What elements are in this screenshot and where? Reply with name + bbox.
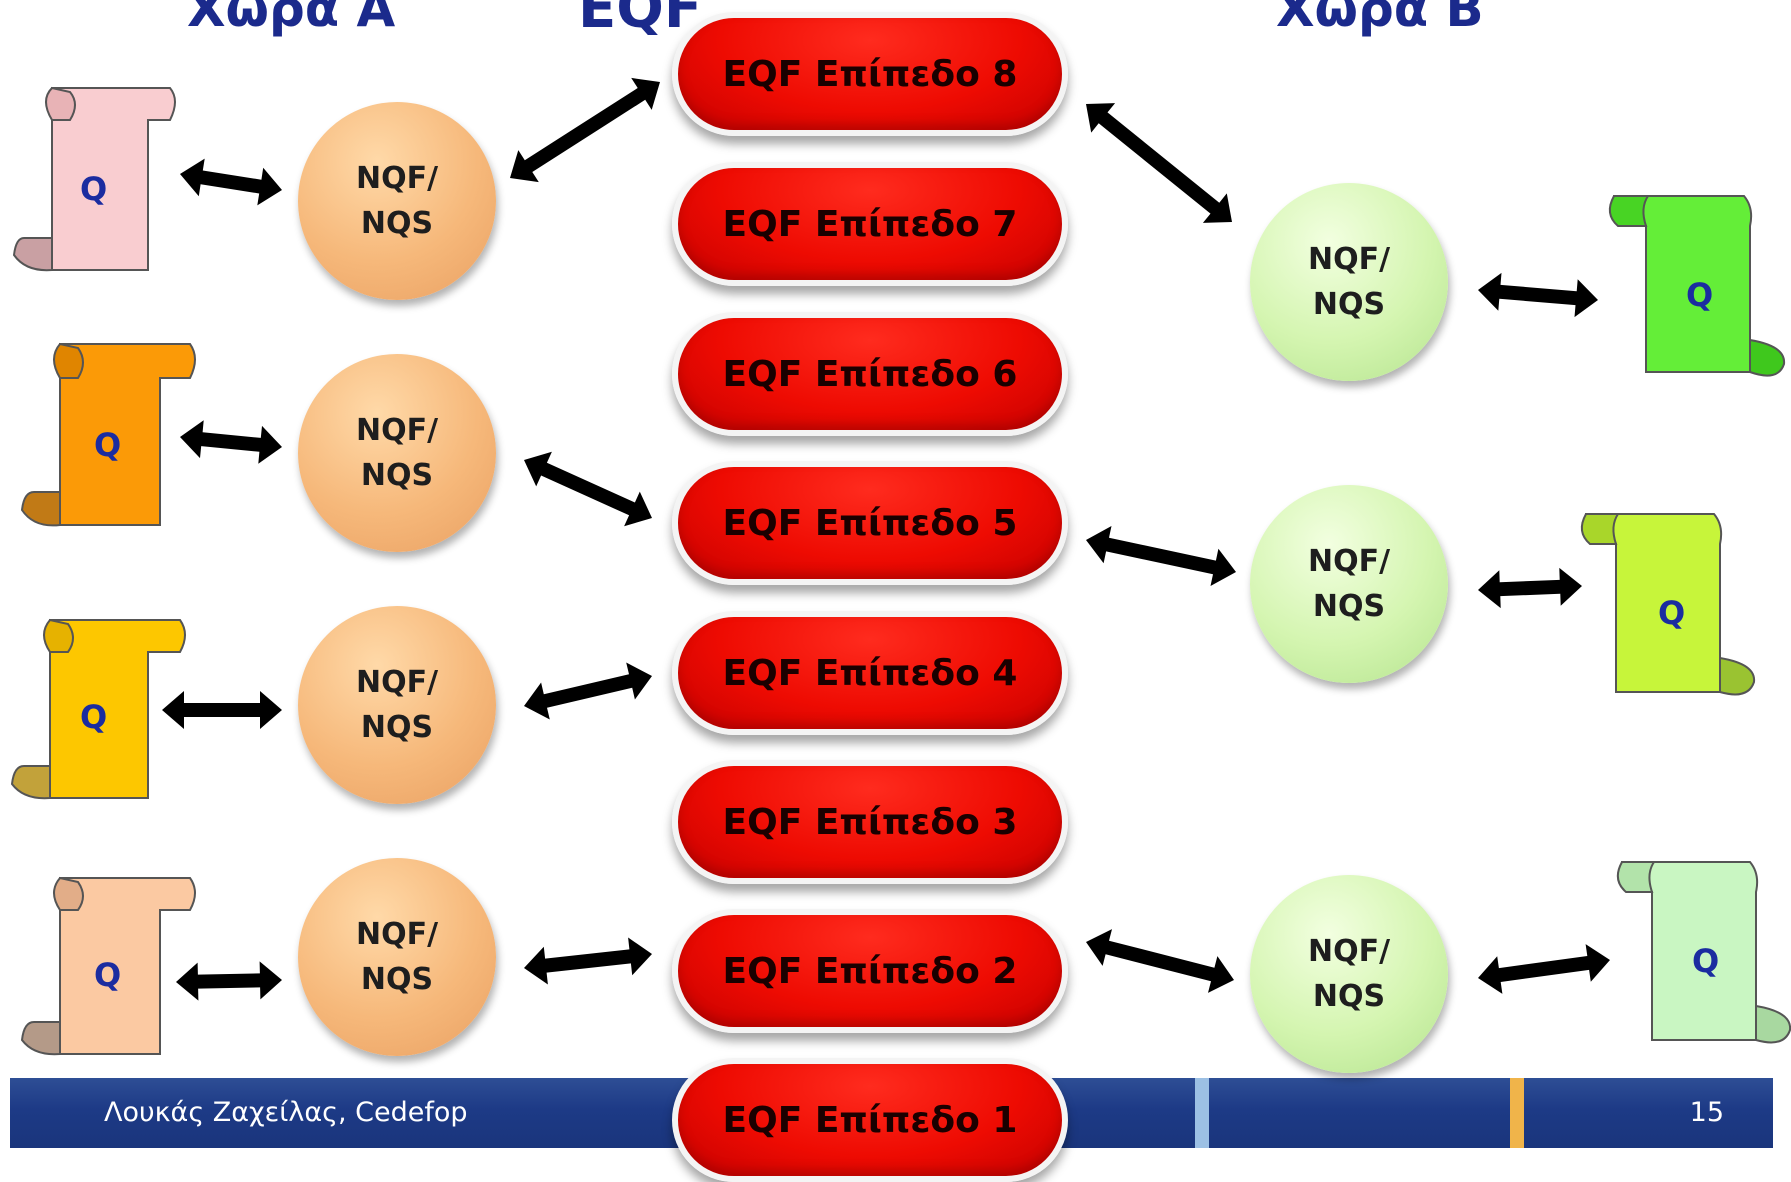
double-arrow-icon [176,961,282,1001]
framework-label: NQF/ NQS [355,161,439,241]
eqf-level-2: EQF Επίπεδο 2 [672,909,1068,1033]
qualification-label: Q [94,426,122,464]
double-arrow-icon [1086,929,1234,993]
page-number: 15 [1689,1097,1724,1128]
double-arrow-icon [180,420,282,464]
qualification-scroll-icon [1616,861,1791,1044]
double-arrow-icon [180,158,282,206]
double-arrow-icon [524,937,652,985]
qualification-scroll-icon [1608,195,1786,377]
eqf-level-6: EQF Επίπεδο 6 [672,312,1068,436]
country-b-framework-circle: NQF/ NQS [1250,183,1448,381]
framework-label: NQF/ NQS [1307,242,1391,322]
eqf-level-3: EQF Επίπεδο 3 [672,760,1068,884]
country-a-framework-circle: NQF/ NQS [298,102,496,300]
qualification-label: Q [1686,276,1714,314]
country-a-framework-circle: NQF/ NQS [298,354,496,552]
double-arrow-icons [162,77,1610,1001]
eqf-level-label: EQF Επίπεδο 4 [722,652,1018,694]
framework-label: NQF/ NQS [355,917,439,997]
footer-separator [1195,1078,1209,1148]
qualification-label: Q [80,170,108,208]
eqf-level-label: EQF Επίπεδο 3 [722,801,1018,843]
framework-label: NQF/ NQS [1307,934,1391,1014]
heading-country-b: Χώρα Β [1276,0,1484,38]
qualification-label: Q [80,698,108,736]
heading-country-a: Χώρα Α [187,0,396,38]
country-b-framework-circle: NQF/ NQS [1250,875,1448,1073]
framework-label: NQF/ NQS [355,413,439,493]
double-arrow-icon [1478,272,1598,318]
country-b-framework-circle: NQF/ NQS [1250,485,1448,683]
framework-label: NQF/ NQS [1307,544,1391,624]
eqf-level-8: EQF Επίπεδο 8 [672,12,1068,136]
eqf-level-4: EQF Επίπεδο 4 [672,611,1068,735]
double-arrow-icon [162,691,282,729]
eqf-level-label: EQF Επίπεδο 5 [722,502,1018,544]
qualification-scroll-icon [20,342,196,527]
double-arrow-icon [1478,944,1610,994]
heading-eqf: EQF [578,0,703,41]
double-arrow-icon [1086,103,1232,223]
double-arrow-icon [524,662,652,720]
eqf-level-label: EQF Επίπεδο 2 [722,950,1018,992]
qualification-scroll-icon [10,618,186,800]
eqf-level-label: EQF Επίπεδο 8 [722,53,1018,95]
eqf-level-label: EQF Επίπεδο 7 [722,203,1018,245]
double-arrow-icon [510,77,660,183]
qualification-scroll-icon [1580,513,1756,696]
country-a-framework-circle: NQF/ NQS [298,606,496,804]
double-arrow-icon [524,451,652,527]
qualification-label: Q [1658,594,1686,632]
footer-separator [1510,1078,1524,1148]
framework-label: NQF/ NQS [355,665,439,745]
eqf-level-label: EQF Επίπεδο 1 [722,1099,1018,1141]
eqf-level-1: EQF Επίπεδο 1 [672,1058,1068,1182]
double-arrow-icon [1478,567,1582,609]
footer-author: Λουκάς Ζαχείλας, Cedefop [104,1097,468,1128]
eqf-level-7: EQF Επίπεδο 7 [672,162,1068,286]
qualification-label: Q [94,956,122,994]
double-arrow-icon [1086,526,1236,586]
qualification-scroll-icon [12,86,176,272]
country-a-framework-circle: NQF/ NQS [298,858,496,1056]
qualification-scroll-icon [20,876,196,1056]
eqf-level-5: EQF Επίπεδο 5 [672,461,1068,585]
eqf-level-label: EQF Επίπεδο 6 [722,353,1018,395]
qualification-label: Q [1692,942,1720,980]
